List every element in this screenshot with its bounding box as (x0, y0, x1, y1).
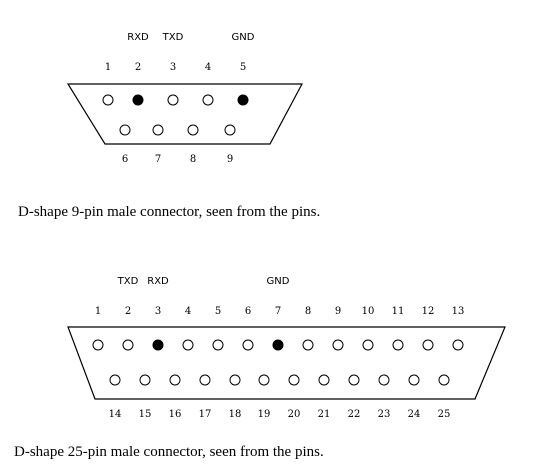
pin-12 (422, 339, 434, 351)
signal-label-gnd: GND (232, 32, 255, 43)
pin-number-7: 7 (275, 306, 281, 317)
pin-17 (199, 374, 211, 386)
pin-number-12: 12 (422, 306, 435, 317)
pin-number-8: 8 (305, 306, 311, 317)
pin-16 (169, 374, 181, 386)
pin-number-6: 6 (122, 154, 128, 165)
pin-number-14: 14 (109, 409, 122, 420)
pin-number-22: 22 (348, 409, 361, 420)
pin-2-active (132, 94, 144, 106)
pin-6 (119, 124, 131, 136)
pin-20 (288, 374, 300, 386)
pin-number-9: 9 (335, 306, 341, 317)
db9-connector: RXD TXD GND 1 2 3 4 5 6 7 8 9 D-shape 9-pin male … (18, 32, 320, 220)
db9-bottom-pin-numbers: 6 7 8 9 (122, 154, 233, 165)
pin-9 (224, 124, 236, 136)
pin-4 (202, 94, 214, 106)
pin-number-4: 4 (185, 306, 191, 317)
pin-19 (258, 374, 270, 386)
pin-11 (392, 339, 404, 351)
pin-14 (109, 374, 121, 386)
pin-number-21: 21 (318, 409, 331, 420)
pin-number-3: 3 (155, 306, 161, 317)
db9-top-pins (102, 94, 249, 106)
signal-label-txd: TXD (162, 32, 184, 43)
pin-25 (438, 374, 450, 386)
pin-number-11: 11 (392, 306, 405, 317)
pin-8 (302, 339, 314, 351)
pin-8 (187, 124, 199, 136)
pin-24 (408, 374, 420, 386)
pin-number-15: 15 (139, 409, 152, 420)
pin-2 (122, 339, 134, 351)
pin-10 (362, 339, 374, 351)
pin-number-1: 1 (95, 306, 101, 317)
db25-top-pins (92, 339, 464, 351)
pin-number-5: 5 (215, 306, 221, 317)
pin-22 (348, 374, 360, 386)
pin-3 (167, 94, 179, 106)
db25-caption: D-shape 25-pin male connector, seen from… (14, 444, 324, 460)
pin-13 (452, 339, 464, 351)
db9-caption: D-shape 9-pin male connector, seen from … (18, 204, 320, 220)
pin-number-24: 24 (408, 409, 421, 420)
signal-label-gnd: GND (267, 276, 290, 287)
pin-number-25: 25 (438, 409, 451, 420)
pin-1 (92, 339, 104, 351)
pin-4 (182, 339, 194, 351)
pin-number-23: 23 (378, 409, 391, 420)
db25-bottom-pin-numbers: 14 15 16 17 18 19 20 21 22 23 24 25 (109, 409, 451, 420)
db9-top-pin-numbers: 1 2 3 4 5 (105, 62, 246, 73)
pin-number-20: 20 (288, 409, 301, 420)
pin-number-1: 1 (105, 62, 111, 73)
pin-1 (102, 94, 114, 106)
db25-bottom-pins (109, 374, 450, 386)
pin-number-17: 17 (199, 409, 212, 420)
pin-5 (212, 339, 224, 351)
signal-label-rxd: RXD (127, 32, 149, 43)
pin-6 (242, 339, 254, 351)
pin-15 (139, 374, 151, 386)
pin-number-6: 6 (245, 306, 251, 317)
pin-number-19: 19 (258, 409, 271, 420)
pin-number-2: 2 (125, 306, 131, 317)
pin-21 (318, 374, 330, 386)
signal-label-rxd: RXD (147, 276, 169, 287)
db9-shell (66, 83, 303, 145)
db25-signal-labels: TXD RXD GND (117, 276, 290, 287)
pin-number-7: 7 (155, 154, 161, 165)
pin-number-5: 5 (240, 62, 246, 73)
pin-number-3: 3 (170, 62, 176, 73)
db25-shell (67, 326, 506, 400)
pin-9 (332, 339, 344, 351)
pin-number-9: 9 (227, 154, 233, 165)
pin-number-13: 13 (452, 306, 465, 317)
pin-5-active (237, 94, 249, 106)
pin-7 (152, 124, 164, 136)
pin-number-8: 8 (190, 154, 196, 165)
signal-label-txd: TXD (117, 276, 139, 287)
pin-number-2: 2 (135, 62, 141, 73)
pin-number-18: 18 (229, 409, 242, 420)
pin-number-4: 4 (205, 62, 211, 73)
db9-bottom-pins (119, 124, 236, 136)
pin-number-10: 10 (362, 306, 375, 317)
pin-18 (229, 374, 241, 386)
pin-3-active (152, 339, 164, 351)
pin-number-16: 16 (169, 409, 182, 420)
db9-signal-labels: RXD TXD GND (127, 32, 255, 43)
pin-23 (378, 374, 390, 386)
pin-7-active (272, 339, 284, 351)
